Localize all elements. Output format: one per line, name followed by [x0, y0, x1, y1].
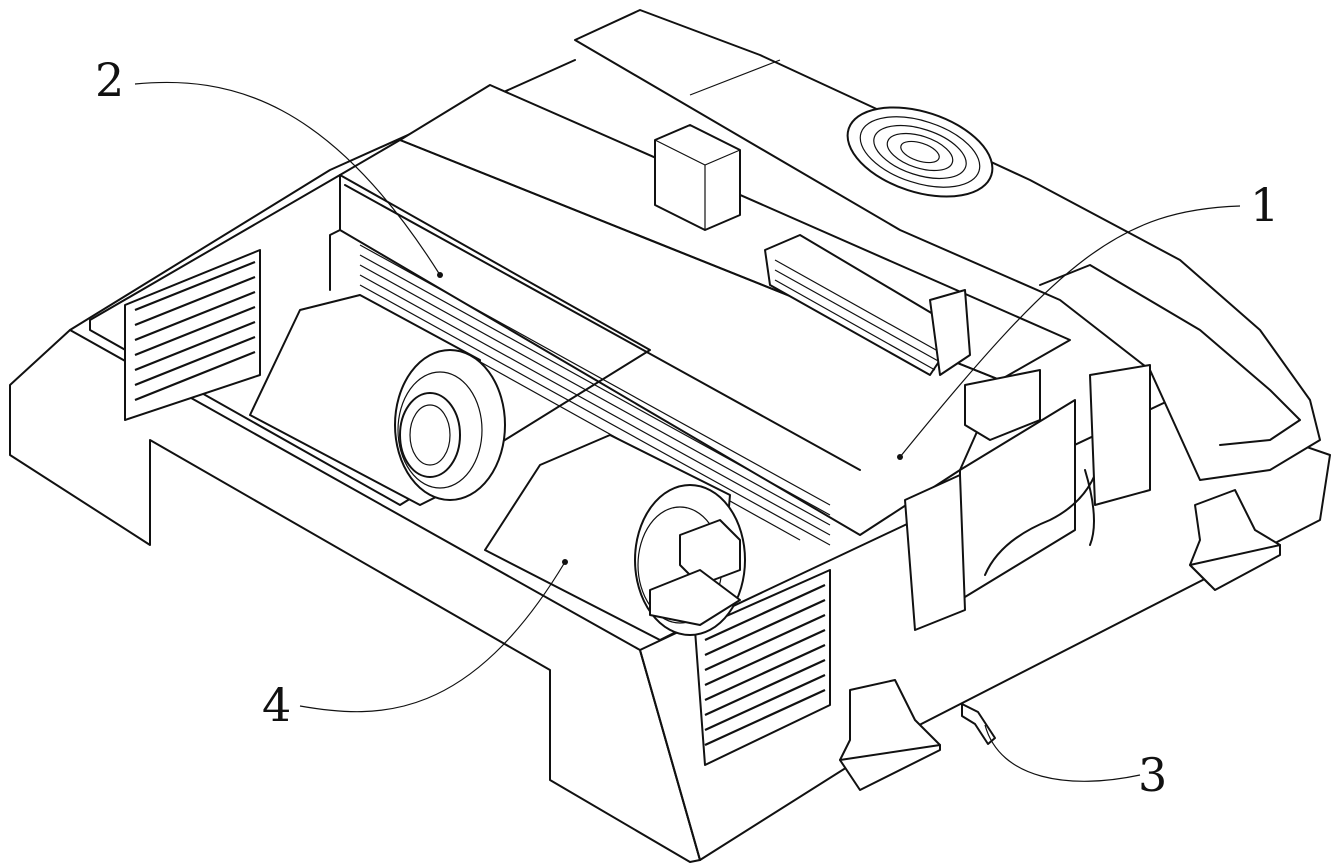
front-coil-fins-icon: [694, 569, 831, 766]
right-components: [904, 289, 1151, 631]
leader-lines: [134, 81, 1241, 782]
blower-fan-icon: [249, 294, 506, 506]
mounting-bracket-icon: [839, 489, 1281, 791]
control-box: [654, 124, 741, 231]
condenser-housing: [574, 9, 1321, 481]
evaporator-coil-icon: [359, 244, 831, 546]
callout-4: 4: [262, 678, 291, 732]
callout-2: 2: [95, 53, 124, 107]
left-coil-fins-icon: [124, 249, 261, 421]
callout-3: 3: [1138, 748, 1167, 802]
condenser-fan-guard-icon: [846, 106, 994, 198]
callout-1: 1: [1250, 178, 1279, 232]
blower-fan-icon-front: [484, 434, 746, 641]
drain-pipe-icon: [961, 703, 996, 745]
